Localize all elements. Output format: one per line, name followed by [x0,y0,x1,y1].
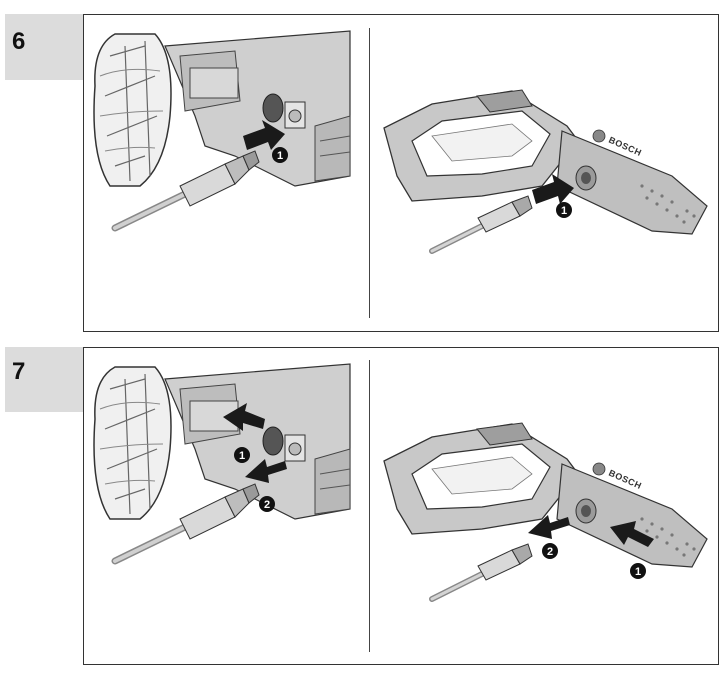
callout-label: 2 [264,499,270,511]
callout-label: 1 [239,450,245,462]
machine-body-illustration [164,363,351,520]
pull-arrow-icon [245,459,287,483]
step-6-right-illustration: BOSCH [383,89,708,254]
hose-connector-illustration [429,543,533,602]
step-6-number: 6 [12,28,26,55]
push-arrow-icon [243,120,285,150]
step-6-tab [5,14,83,80]
pull-arrow-icon [528,515,570,539]
hose-connector-illustration [429,195,533,254]
step-7-left-callout-2: 2 [259,496,275,512]
hose-connector-illustration [111,483,260,565]
step-7-divider [369,360,370,652]
hose-connector-illustration [111,150,260,232]
step-6-right-callout-1: 1 [556,202,572,218]
step-7-tab [5,347,83,412]
callout-label: 1 [635,566,641,578]
push-arrow-icon [532,174,574,204]
callout-label: 2 [547,546,553,558]
wheel-illustration [93,366,172,520]
callout-label: 1 [277,150,283,162]
pull-arrow-icon [223,403,265,431]
callout-label: 1 [561,205,567,217]
spray-gun-illustration: BOSCH [383,89,708,235]
step-7-left-illustration [93,363,351,565]
push-arrow-icon [610,521,654,547]
step-6-divider [369,28,370,318]
step-6-left-callout-1: 1 [272,147,288,163]
step-7-number: 7 [12,358,26,385]
step-7-right-callout-2: 2 [542,543,558,559]
machine-body-illustration [164,30,351,187]
wheel-illustration [93,33,172,187]
step-7-right-illustration: BOSCH [383,422,708,602]
step-7-right-callout-1: 1 [630,563,646,579]
step-6-left-illustration [93,30,351,232]
step-7-left-callout-1: 1 [234,447,250,463]
spray-gun-illustration: BOSCH [383,422,708,568]
